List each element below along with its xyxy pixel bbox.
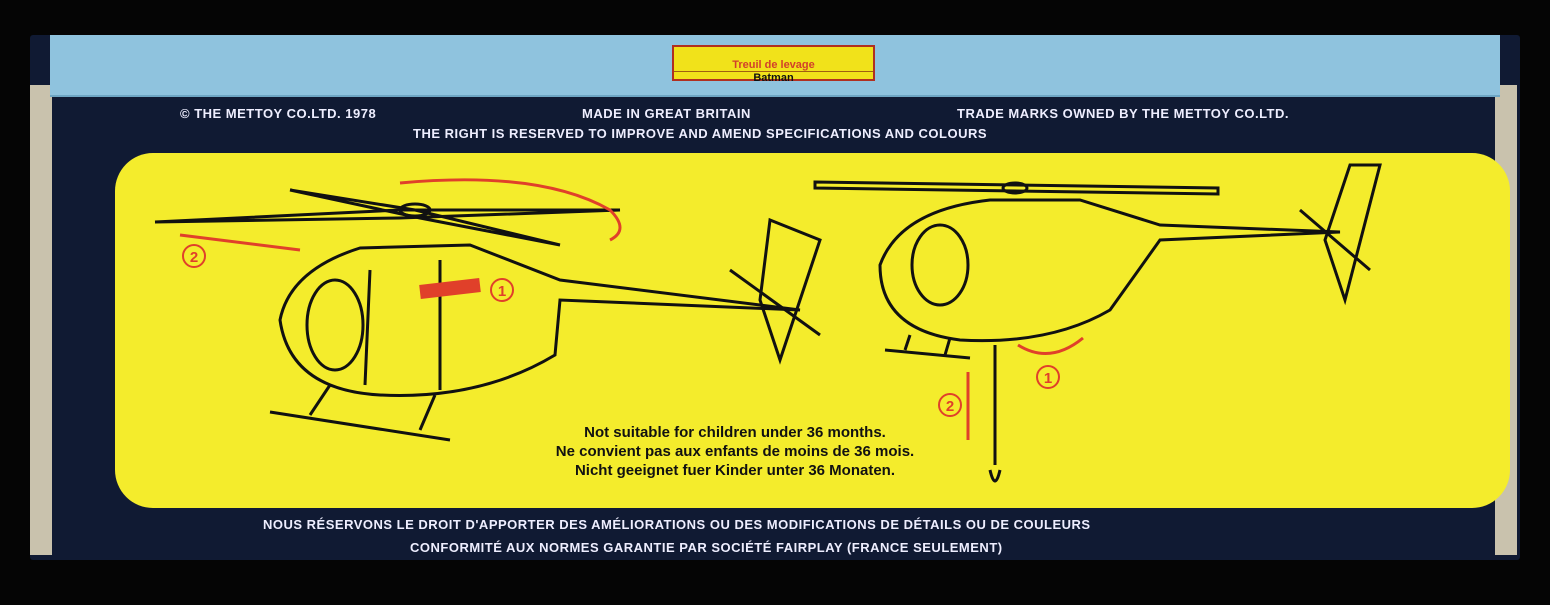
copyright-text: © THE METTOY CO.LTD. 1978 [180, 106, 377, 121]
warning-fr: Ne convient pas aux enfants de moins de … [555, 443, 915, 460]
step-1-label: 1 [498, 283, 506, 300]
step-1-label-right: 1 [1044, 370, 1052, 387]
warning-de: Nicht geeignet fuer Kinder unter 36 Mona… [574, 462, 896, 479]
footer-conformity-fr: CONFORMITÉ AUX NORMES GARANTIE PAR SOCIÉ… [410, 540, 1003, 555]
step-markers [182, 244, 1060, 417]
made-in-text: MADE IN GREAT BRITAIN [582, 106, 751, 121]
rights-text: THE RIGHT IS RESERVED TO IMPROVE AND AME… [413, 126, 988, 141]
helicopter-right-drawing [813, 163, 1382, 483]
trademark-text: TRADE MARKS OWNED BY THE METTOY CO.LTD. [957, 106, 1289, 121]
step-2-label: 2 [190, 249, 198, 266]
footer-rights-fr: NOUS RÉSERVONS LE DROIT D'APPORTER DES A… [263, 517, 1091, 532]
age-warning: Not suitable for children under 36 month… [470, 423, 1000, 480]
red-arrows [179, 178, 1084, 440]
step-2-label-right: 2 [946, 398, 954, 415]
helicopter-left-drawing [154, 188, 822, 442]
label-line2: Batman [674, 71, 873, 84]
label-line1: Treuil de levage [732, 59, 815, 71]
product-label: Treuil de levage Batman [672, 45, 875, 84]
box-flap-left [30, 85, 52, 555]
warning-en: Not suitable for children under 36 month… [584, 424, 886, 441]
